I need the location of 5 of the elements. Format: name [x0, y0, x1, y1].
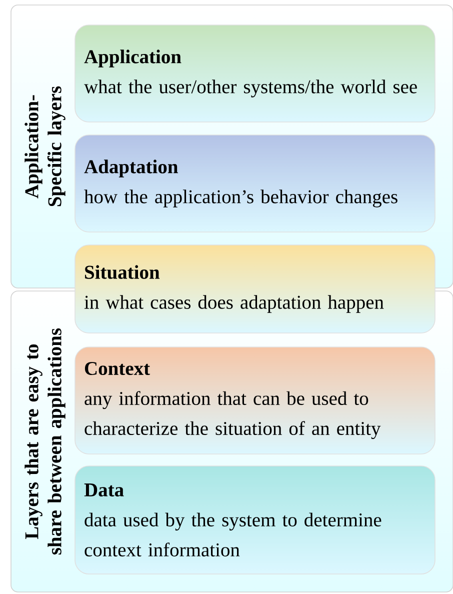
layer-box: Context any information that can be used to characterize the situation of an entity — [74, 346, 436, 454]
layer-box: Situation in what cases does adaptation happen — [74, 244, 436, 334]
layer-box: Adaptation how the application’s behavior changes — [74, 134, 436, 232]
layer-box: Application what the user/other systems/the world see — [74, 24, 436, 122]
layer-box: Data data used by the system to determine context information — [74, 466, 436, 574]
